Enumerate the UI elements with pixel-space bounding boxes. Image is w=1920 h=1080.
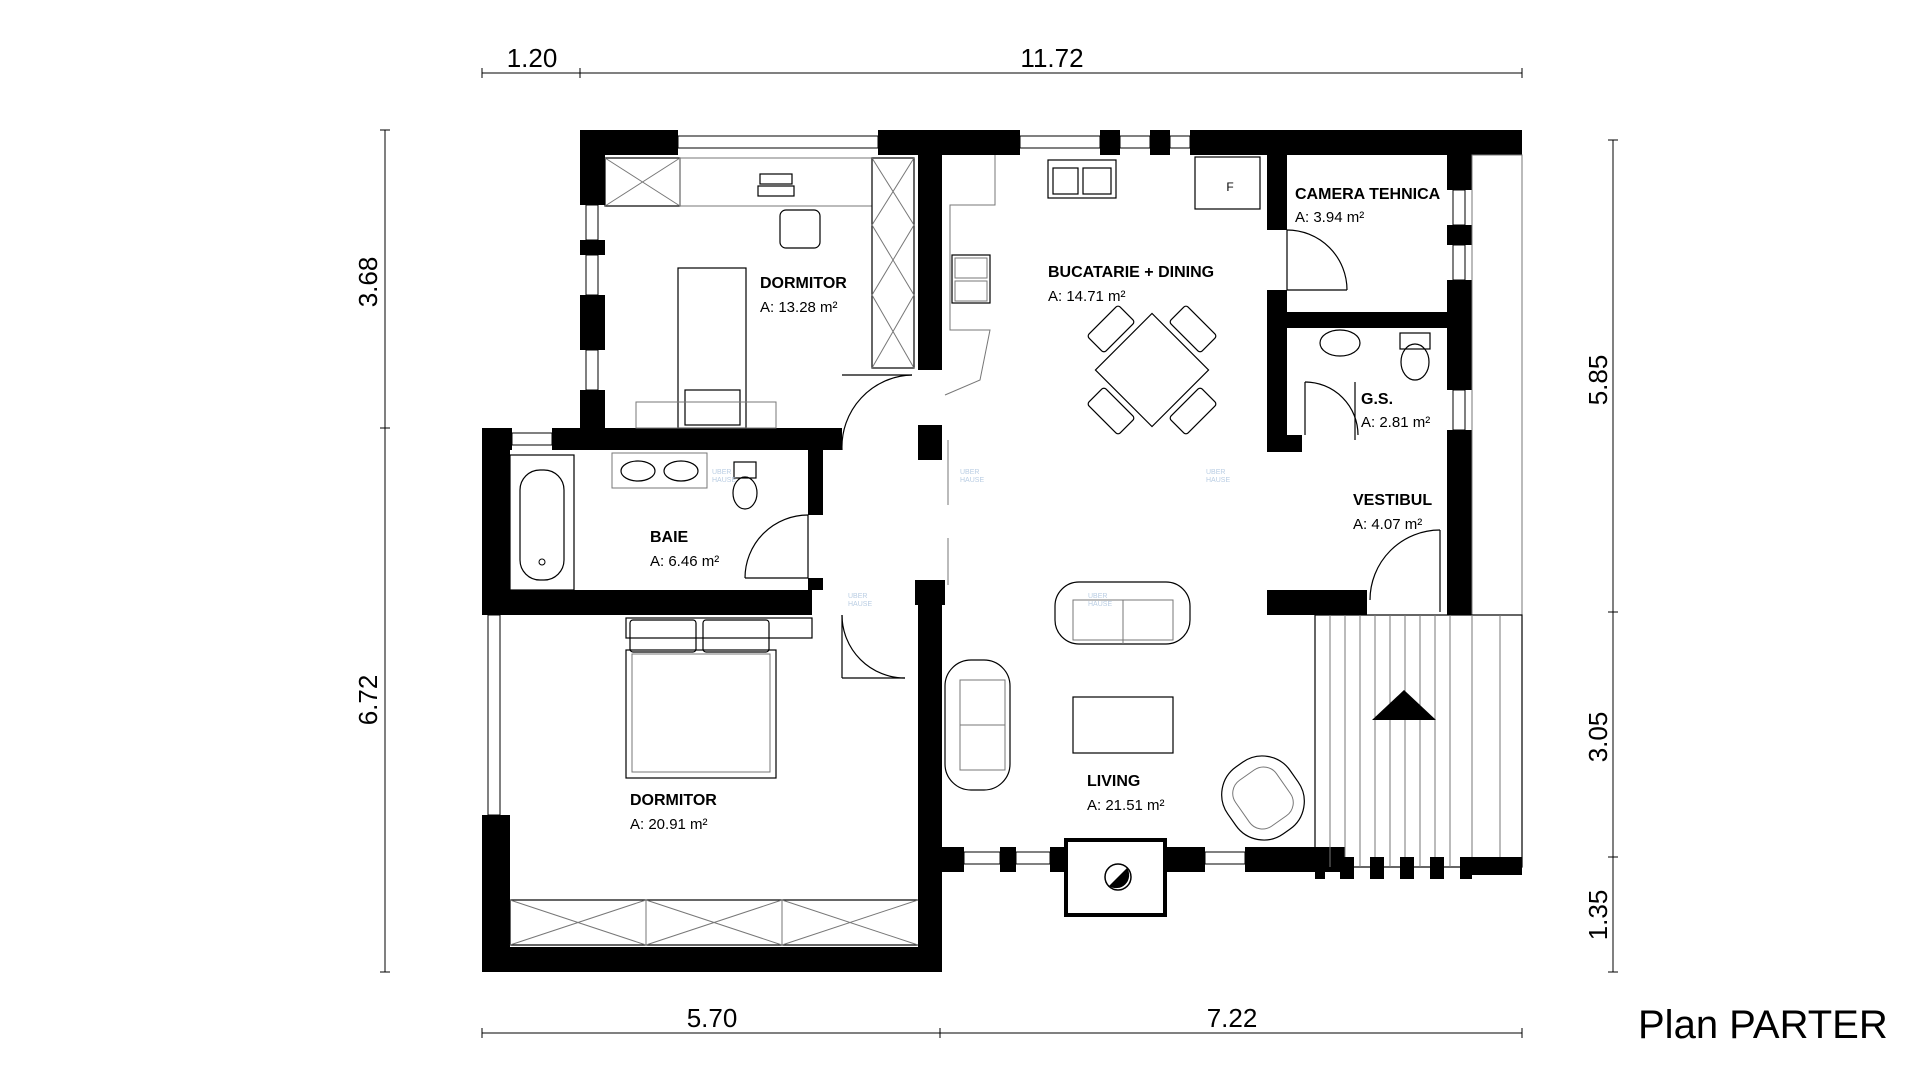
room-living-area: A: 21.51 m² (1087, 797, 1165, 814)
dim-bottom-left: 5.70 (687, 1003, 738, 1033)
room-camera-tehnica-area: A: 3.94 m² (1295, 209, 1364, 226)
dim-left-upper: 3.68 (353, 257, 383, 308)
room-baie-name: BAIE (650, 529, 689, 546)
svg-text:UBER: UBER (1206, 469, 1225, 476)
svg-text:UBER: UBER (1088, 593, 1107, 600)
room-bucatarie-name: BUCATARIE + DINING (1048, 264, 1214, 281)
dim-top-left: 1.20 (507, 43, 558, 73)
svg-text:HAUSE: HAUSE (1206, 477, 1230, 484)
room-vestibul-name: VESTIBUL (1353, 492, 1432, 509)
porch-deck (1314, 614, 1523, 879)
room-gs-name: G.S. (1361, 391, 1393, 408)
room-dormitor-2-name: DORMITOR (630, 792, 717, 809)
svg-text:HAUSE: HAUSE (1088, 601, 1112, 608)
windows (487, 135, 1466, 865)
walls (482, 130, 1522, 972)
room-baie-area: A: 6.46 m² (650, 553, 719, 570)
room-living-name: LIVING (1087, 773, 1140, 790)
plan-title: Plan PARTER (1638, 1003, 1888, 1047)
room-dormitor-1-name: DORMITOR (760, 275, 847, 292)
room-dormitor-2-area: A: 20.91 m² (630, 816, 708, 833)
room-camera-tehnica-name: CAMERA TEHNICA (1295, 186, 1441, 203)
room-vestibul-area: A: 4.07 m² (1353, 516, 1422, 533)
svg-text:HAUSE: HAUSE (848, 601, 872, 608)
dim-right-upper: 5.85 (1583, 355, 1613, 406)
doors (744, 229, 1441, 679)
room-bucatarie-area: A: 14.71 m² (1048, 288, 1126, 305)
room-dormitor-1-area: A: 13.28 m² (760, 299, 838, 316)
svg-text:UBER: UBER (960, 469, 979, 476)
entrance-arrow-icon (1372, 690, 1436, 720)
fireplace (1064, 838, 1167, 917)
fridge-label: F (1226, 180, 1233, 194)
watermark-logos: UBER UBER UBER UBER UBER HAUSE HAUSE HAU… (712, 469, 1230, 608)
svg-text:HAUSE: HAUSE (712, 477, 736, 484)
svg-text:UBER: UBER (712, 469, 731, 476)
dimension-lines (380, 68, 1618, 1038)
dim-right-middle: 3.05 (1583, 712, 1613, 763)
dim-right-lower: 1.35 (1583, 890, 1613, 941)
dim-top-right: 11.72 (1020, 43, 1083, 73)
dim-left-lower: 6.72 (353, 675, 383, 726)
room-gs-area: A: 2.81 m² (1361, 414, 1430, 431)
svg-text:UBER: UBER (848, 593, 867, 600)
dim-bottom-right: 7.22 (1207, 1003, 1258, 1033)
svg-text:HAUSE: HAUSE (960, 477, 984, 484)
